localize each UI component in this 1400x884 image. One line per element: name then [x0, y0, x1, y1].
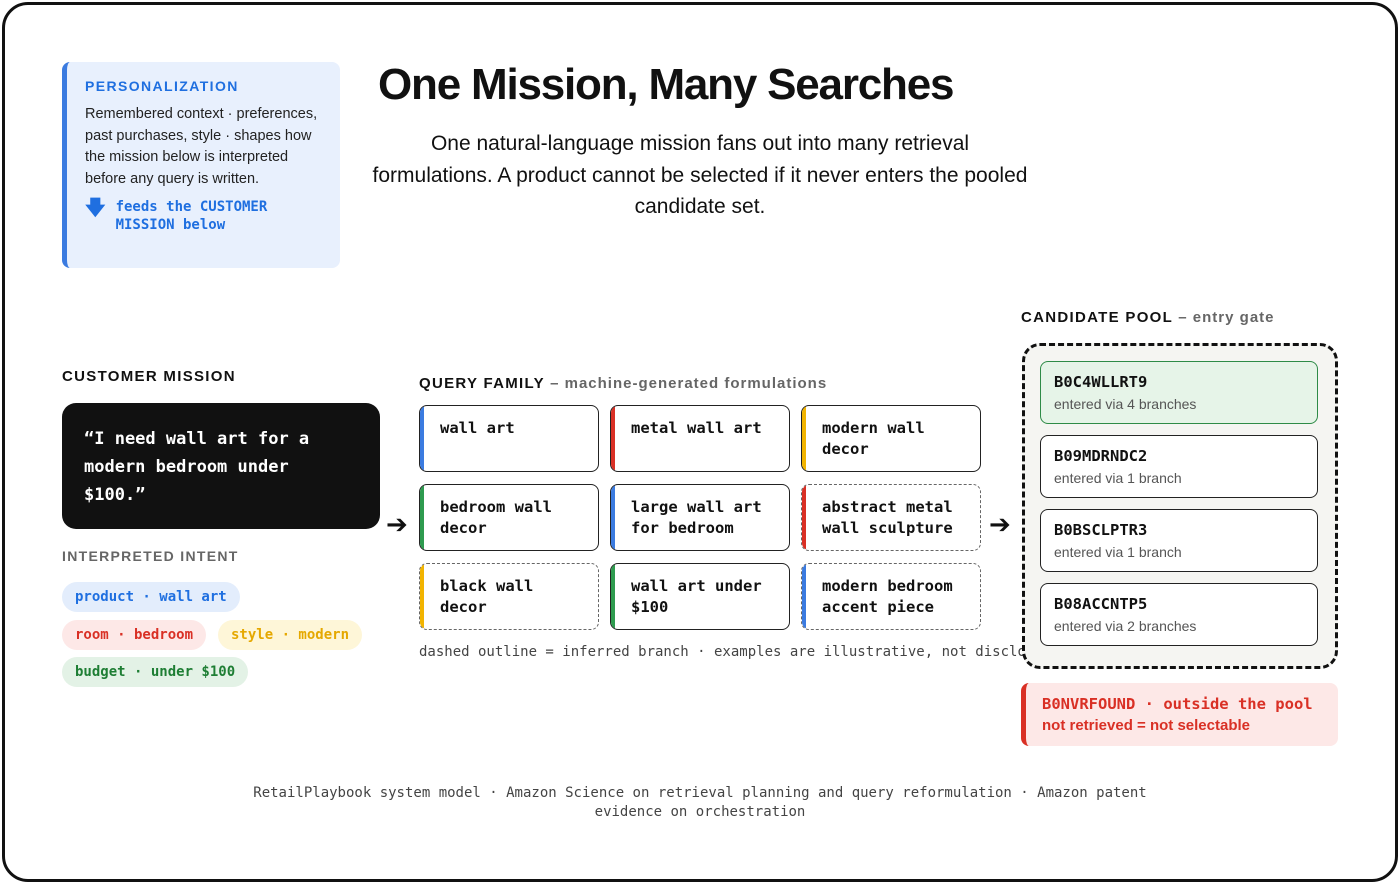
query-card: large wall art for bedroom	[610, 484, 790, 551]
query-card: abstract metal wall sculpture	[801, 484, 981, 551]
query-card: wall art under $100	[610, 563, 790, 630]
outside-pool-card: B0NVRFOUND · outside the pool not retrie…	[1021, 683, 1338, 746]
query-card: metal wall art	[610, 405, 790, 472]
arrow-right-icon: ➔	[989, 509, 1011, 539]
candidate-card: B09MDRNDC2 entered via 1 branch	[1040, 435, 1318, 498]
page-title: One Mission, Many Searches	[378, 60, 954, 109]
arrow-down-icon: 🡇	[85, 197, 106, 219]
query-family-sublabel: – machine-generated formulations	[550, 375, 828, 392]
arrow-right-icon: ➔	[386, 509, 408, 539]
intent-pill-budget: budget · under $100	[62, 657, 249, 687]
personalization-title: PERSONALIZATION	[85, 78, 239, 94]
candidate-via: entered via 2 branches	[1054, 618, 1197, 634]
candidate-pool-title: CANDIDATE POOL	[1021, 309, 1173, 326]
candidate-via: entered via 1 branch	[1054, 544, 1182, 560]
query-card: wall art	[419, 405, 599, 472]
candidate-id: B0BSCLPTR3	[1054, 521, 1148, 539]
candidate-card: B08ACCNTP5 entered via 2 branches	[1040, 583, 1318, 646]
customer-mission-label: CUSTOMER MISSION	[62, 368, 236, 385]
candidate-via: entered via 1 branch	[1054, 470, 1182, 486]
query-family-label: QUERY FAMILY – machine-generated formula…	[419, 375, 827, 392]
candidate-via: entered via 4 branches	[1054, 396, 1197, 412]
outside-pool-id: B0NVRFOUND · outside the pool	[1042, 695, 1313, 713]
candidate-pool-label: CANDIDATE POOL – entry gate	[1021, 309, 1275, 326]
personalization-feed-text: feeds the CUSTOMER MISSION below	[115, 199, 268, 233]
interpreted-intent-label: INTERPRETED INTENT	[62, 548, 239, 564]
query-card: bedroom wall decor	[419, 484, 599, 551]
query-family-note: dashed outline = inferred branch · examp…	[419, 644, 1203, 660]
candidate-id: B08ACCNTP5	[1054, 595, 1148, 613]
query-card: modern bedroom accent piece	[801, 563, 981, 630]
query-family-title: QUERY FAMILY	[419, 375, 545, 392]
candidate-id: B0C4WLLRT9	[1054, 373, 1148, 391]
footer-source: RetailPlaybook system model · Amazon Sci…	[253, 785, 1147, 820]
candidate-card: B0BSCLPTR3 entered via 1 branch	[1040, 509, 1318, 572]
customer-mission-quote: “I need wall art for a modern bedroom un…	[62, 403, 380, 529]
personalization-body: Remembered context · preferences, past p…	[85, 106, 318, 187]
personalization-card: PERSONALIZATION Remembered context · pre…	[62, 62, 340, 268]
query-card: black wall decor	[419, 563, 599, 630]
query-card: modern wall decor	[801, 405, 981, 472]
candidate-pool-sublabel: – entry gate	[1178, 309, 1275, 326]
candidate-card: B0C4WLLRT9 entered via 4 branches	[1040, 361, 1318, 424]
intent-pill-style: style · modern	[218, 620, 363, 650]
personalization-feed: 🡇 feeds the CUSTOMER MISSION below	[85, 198, 324, 234]
outside-pool-note: not retrieved = not selectable	[1042, 717, 1250, 734]
intent-pill-room: room · bedroom	[62, 620, 207, 650]
intent-pill-product: product · wall art	[62, 582, 240, 612]
candidate-id: B09MDRNDC2	[1054, 447, 1148, 465]
page-subtitle: One natural-language mission fans out in…	[372, 132, 1028, 218]
